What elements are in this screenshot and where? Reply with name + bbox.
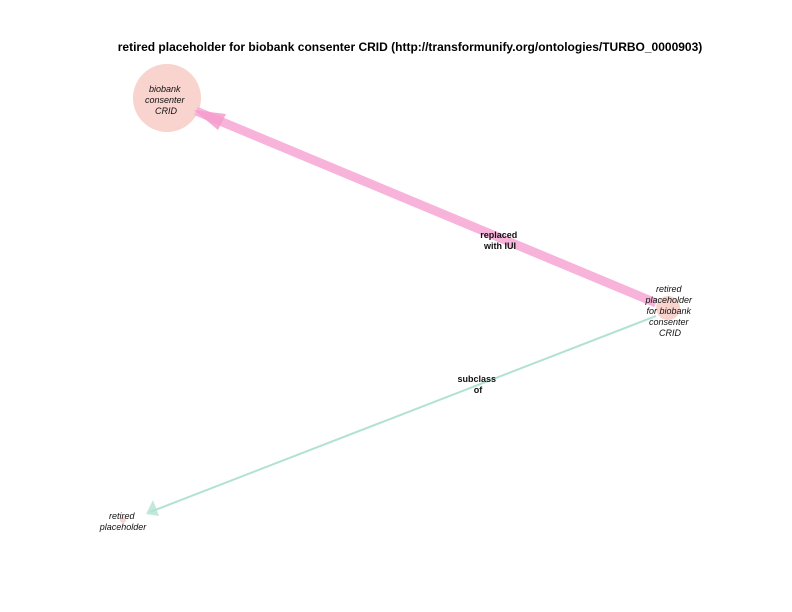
node-biobank-consenter-crid[interactable] [133, 64, 201, 132]
node-label-retired-placeholder: retired placeholder [99, 511, 148, 532]
node-label-retired-placeholder-for-crid: retired placeholder for biobank consente… [644, 284, 694, 338]
edge-label-subclass-of: subclass of [457, 374, 498, 395]
node-label-biobank-consenter-crid: biobank consenter CRID [145, 84, 187, 116]
edge-replaced-arrowhead [194, 110, 226, 130]
edge-subclass-of[interactable] [149, 315, 657, 513]
node-retired-placeholder-for-crid[interactable] [656, 296, 680, 320]
edge-label-replaced-with-iui: replaced with IUI [480, 230, 520, 251]
graph-title: retired placeholder for biobank consente… [117, 40, 703, 54]
edge-subclass-arrowhead [146, 500, 159, 516]
edge-replaced-with-iui[interactable] [194, 106, 658, 308]
node-retired-placeholder[interactable] [120, 517, 126, 523]
